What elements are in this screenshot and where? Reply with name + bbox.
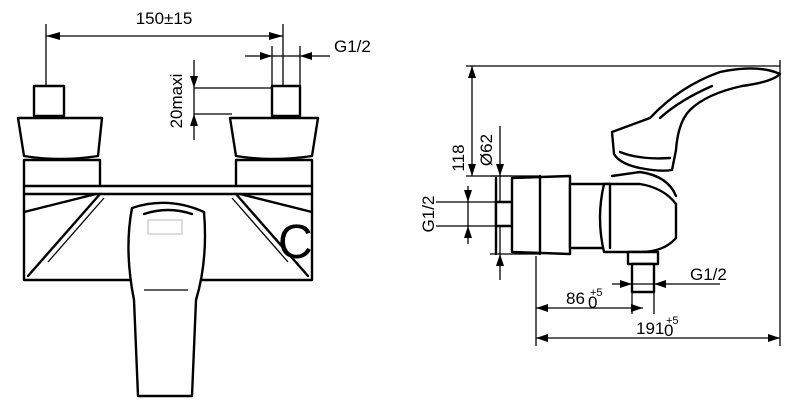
left-inlet-connector [32, 84, 66, 118]
dimension-outlet-thread-label: G1/2 [690, 265, 727, 284]
cold-symbol: C [278, 216, 313, 269]
dimension-outlet-offset-upper: +5 [590, 287, 603, 299]
dimension-overall-length-lower: 0 [664, 321, 673, 340]
dimension-thread-front: G1/2 [245, 37, 371, 86]
inlet-pipe [494, 200, 514, 228]
dimension-inlet-thread: G1/2 [419, 186, 512, 244]
dimension-outlet-thread: G1/2 [612, 265, 727, 288]
right-inlet-connector [270, 84, 302, 118]
dimension-outlet-offset-lower: 0 [588, 293, 597, 312]
outlet-connection [626, 250, 660, 314]
dimension-outlet-offset-label: 86 [566, 289, 585, 308]
dimension-inlet-thread-label: G1/2 [419, 196, 438, 233]
dimension-diameter-label: Ø62 [477, 134, 496, 166]
right-nut [228, 116, 320, 161]
lever-handle [127, 201, 207, 398]
front-view: 150±15 G1/2 20maxi [16, 9, 371, 398]
dimension-width: 150±15 [45, 9, 284, 88]
dimension-height-label: 118 [449, 144, 468, 171]
left-nut [16, 116, 104, 161]
side-lever [610, 67, 782, 172]
dimension-overall-length-upper: +5 [666, 315, 679, 327]
dimension-depth: 20maxi [167, 60, 272, 140]
dimension-overall-length: 191 +5 0 [536, 60, 781, 346]
dimension-depth-label: 20maxi [167, 74, 186, 129]
side-view: 118 Ø62 G1/2 [419, 60, 782, 346]
side-body [568, 170, 678, 254]
dimension-width-label: 150±15 [136, 9, 193, 28]
dimension-thread-front-label: G1/2 [334, 37, 371, 56]
dimension-outlet-offset: 86 +5 0 [535, 256, 643, 346]
dimension-overall-length-label: 191 [636, 319, 664, 338]
